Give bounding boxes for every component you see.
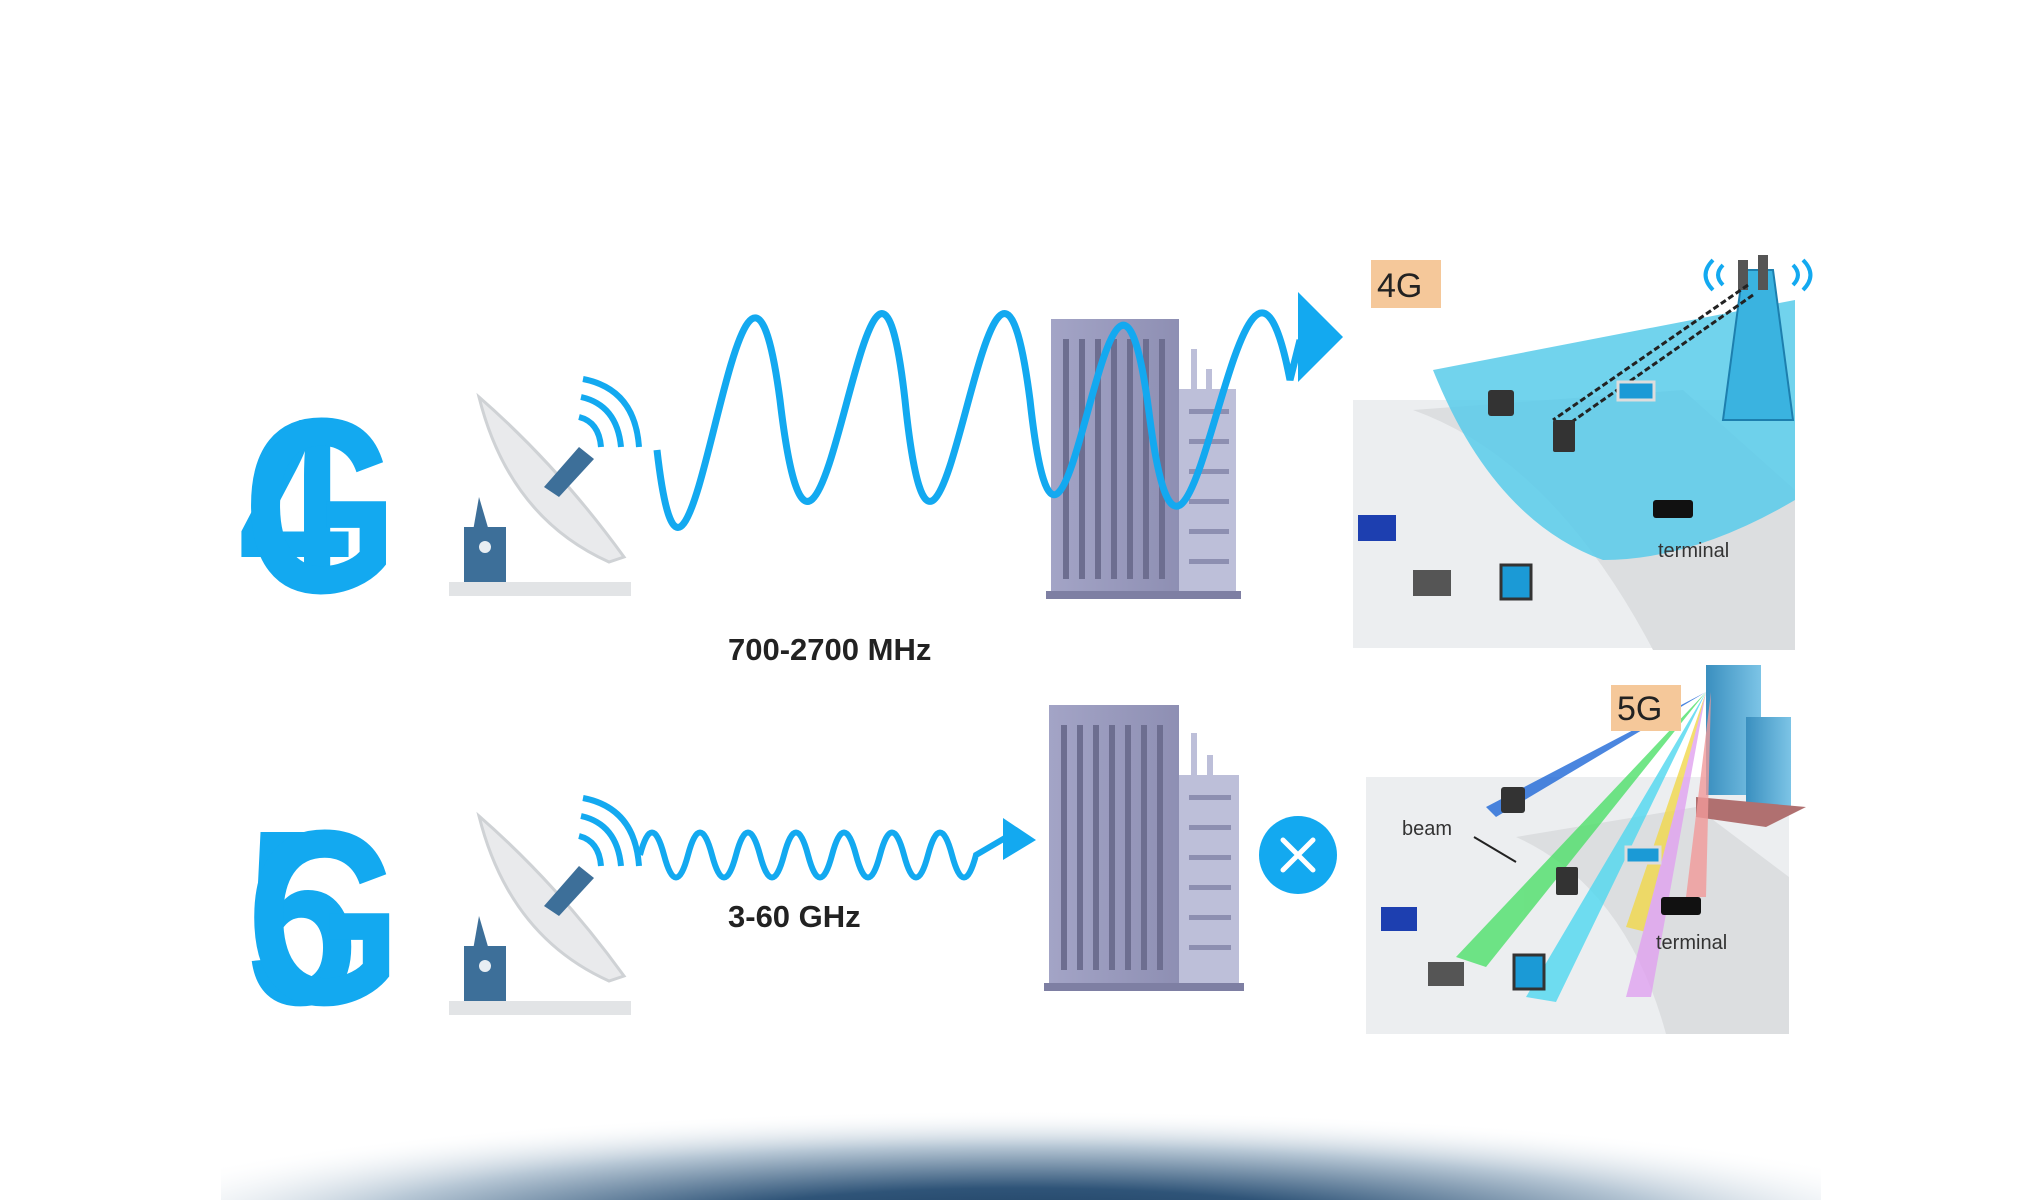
generation-label-4g: 4G [238,366,398,645]
building-icon [1044,705,1244,991]
scene-tag-4g: 4G [1377,267,1422,305]
wave-arrowhead-5g [1003,818,1036,860]
row-4g: 4G 700-2700 MHz [238,255,1813,667]
satellite-dish-icon [449,795,642,1015]
scene-label-terminal-4g: terminal [1658,540,1729,562]
scene-label-beam: beam [1402,818,1452,840]
phone-icon [1488,390,1693,518]
laptop-icon [1381,907,1464,986]
blocked-x-icon [1259,816,1337,894]
wave-arrowhead-4g [1298,292,1343,382]
beams [1456,692,1711,1002]
building-5g-base-station [1696,665,1806,827]
frequency-label-4g: 700-2700 MHz [728,632,931,667]
row-5g: 5G 3-60 GHz [246,665,1806,1057]
frequency-label-5g: 3-60 GHz [728,899,861,934]
signal-wave-5g [637,829,1007,881]
generation-label-5g: 5G [246,778,402,1057]
signal-wave-4g [653,309,1304,531]
tablet-icon [1499,380,1656,601]
tablet-icon [1512,845,1662,991]
scene-label-terminal-5g: terminal [1656,932,1727,954]
network-scene-4g: 4G terminal [1353,255,1813,650]
satellite-dish-icon [449,376,642,596]
laptop-icon [1358,515,1451,596]
network-scene-5g: 5G beam terminal [1366,665,1806,1034]
scene-tag-5g: 5G [1617,690,1662,728]
phone-icon [1501,787,1701,915]
cell-tower-icon [1721,269,1795,421]
